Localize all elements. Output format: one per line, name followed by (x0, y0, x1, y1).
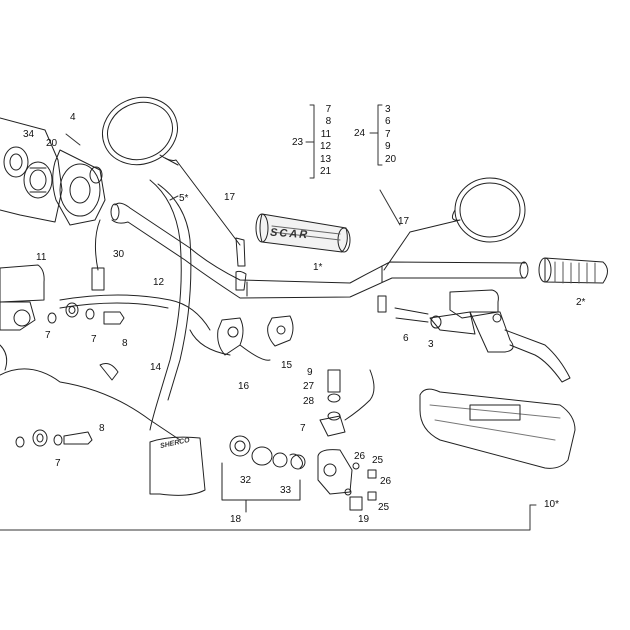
brake-master-cylinder (394, 289, 571, 383)
callout-28: 28 (303, 396, 315, 407)
callout-1: 1* (313, 262, 323, 273)
throttle-housing (317, 449, 377, 511)
callout-30: 30 (113, 249, 125, 260)
right-grip (538, 257, 608, 284)
group-23-item: 21 (320, 166, 332, 178)
callout-27: 27 (303, 381, 315, 392)
callout-8-a: 8 (122, 338, 128, 349)
left-switch-assembly (0, 117, 106, 226)
group-24-item: 3 (385, 104, 391, 115)
callout-26-b: 26 (380, 476, 392, 487)
callout-32: 32 (240, 475, 252, 486)
callout-34: 34 (23, 129, 35, 140)
group-23-item: 12 (320, 141, 332, 153)
group-23-item: 7 (325, 104, 332, 115)
group-24-item: 9 (385, 141, 391, 153)
callout-20: 20 (46, 138, 58, 149)
callout-17-left: 17 (224, 192, 236, 203)
group-24-label: 24 (354, 128, 366, 139)
rebuild-kit (149, 435, 306, 513)
group-23-items: 7 8 11 12 13 21 (320, 104, 331, 178)
callout-8-b: 8 (99, 423, 105, 434)
callout-7-d: 7 (55, 458, 61, 469)
callout-14: 14 (150, 362, 162, 373)
callout-3: 3 (428, 339, 434, 350)
bar-pad (255, 213, 351, 253)
callout-18: 18 (230, 514, 242, 525)
callout-9: 9 (307, 367, 313, 378)
group-24-items: 3 6 7 9 20 (385, 104, 396, 166)
callout-2: 2* (576, 297, 586, 308)
callout-16: 16 (238, 381, 250, 392)
callout-7-c: 7 (300, 423, 306, 434)
callout-7-a: 7 (45, 330, 51, 341)
group-23-item: 11 (320, 128, 332, 140)
group-24-item: 6 (385, 116, 391, 128)
callout-25-a: 25 (372, 455, 384, 466)
callout-10: 10* (544, 499, 560, 510)
callout-5: 5* (179, 193, 189, 204)
callout-11: 11 (36, 252, 47, 263)
callout-25-b: 25 (378, 502, 390, 513)
callout-19: 19 (358, 514, 370, 525)
left-hoses-and-cables (0, 179, 231, 441)
left-master-cylinder (0, 264, 45, 331)
left-small-parts (15, 302, 125, 448)
callout-33: 33 (280, 485, 292, 496)
group-23-label: 23 (292, 137, 304, 148)
right-mirror (377, 177, 526, 313)
group-24-item: 7 (385, 128, 391, 140)
switches (217, 315, 294, 361)
handlebar (110, 202, 529, 299)
callout-17-right: 17 (398, 216, 410, 227)
left-mirror (102, 96, 247, 291)
callout-26-a: 26 (354, 451, 366, 462)
callout-15: 15 (281, 360, 293, 371)
callout-12: 12 (153, 277, 165, 288)
group-24-item: 20 (385, 153, 397, 165)
brake-switch-parts (319, 369, 375, 437)
group-23-item: 8 (325, 116, 332, 128)
leader-lines (0, 104, 537, 531)
group-23-item: 13 (320, 153, 332, 165)
hand-guard (419, 388, 576, 469)
callout-6: 6 (403, 333, 409, 344)
callout-7-b: 7 (91, 334, 97, 345)
callout-4: 4 (70, 112, 76, 123)
